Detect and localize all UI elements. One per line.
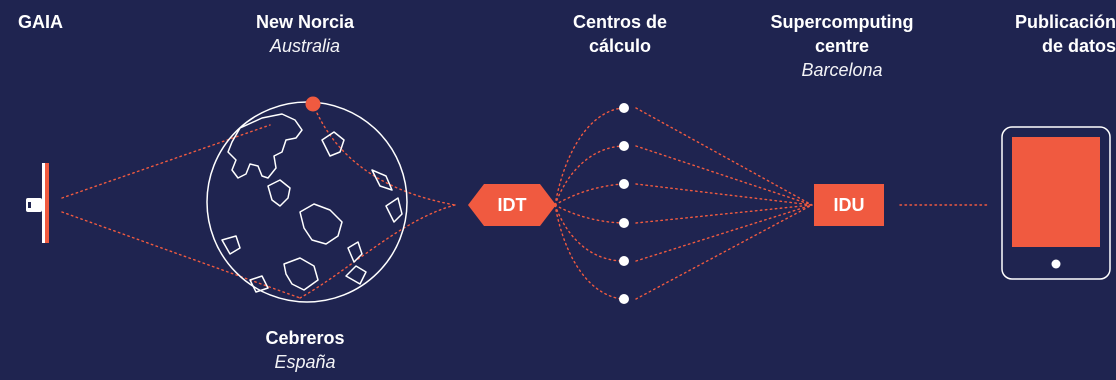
link-gaia-cebreros: [61, 211, 301, 299]
connection-lines: [61, 103, 989, 300]
centre-dot-3: [619, 179, 629, 189]
centre-dot-4: [619, 218, 629, 228]
new-norcia-label: New Norcia Australia: [230, 10, 380, 58]
centre-dot-2: [619, 141, 629, 151]
link-idt-centre-1: [554, 107, 623, 206]
link-idt-centre-2: [554, 145, 623, 206]
centros-label: Centros de cálculo: [540, 10, 700, 58]
supercomputing-line2: centre: [814, 36, 870, 56]
publicacion-line2: de datos: [1041, 36, 1116, 56]
publicacion-label: Publicación de datos: [978, 10, 1116, 58]
link-idt-centre-3: [554, 183, 623, 206]
cebreros-label: Cebreros España: [230, 326, 380, 374]
new-norcia-title: New Norcia: [255, 12, 355, 32]
centros-line1: Centros de: [572, 12, 668, 32]
link-centre-2-idu: [635, 145, 813, 206]
link-centre-3-idu: [635, 183, 813, 206]
link-new-norcia-idt: [312, 103, 456, 206]
tablet-icon: [1001, 126, 1111, 280]
new-norcia-subtitle: Australia: [269, 36, 341, 56]
supercomputing-subtitle: Barcelona: [801, 60, 883, 80]
gaia-label: GAIA: [18, 10, 63, 34]
link-centre-1-idu: [635, 107, 813, 206]
link-idt-centre-4: [554, 204, 623, 224]
centre-dot-6: [619, 294, 629, 304]
supercomputing-label: Supercomputing centre Barcelona: [752, 10, 932, 82]
link-centre-5-idu: [635, 204, 813, 262]
satellite-icon: [26, 163, 49, 243]
cebreros-title: Cebreros: [265, 328, 345, 348]
link-centre-4-idu: [635, 204, 813, 224]
centre-dot-1: [619, 103, 629, 113]
link-centre-6-idu: [635, 204, 813, 300]
publicacion-line1: Publicación: [1014, 12, 1116, 32]
centre-dot-5: [619, 256, 629, 266]
link-idt-centre-5: [554, 204, 623, 262]
supercomputing-line1: Supercomputing: [770, 12, 914, 32]
idt-node: IDT: [468, 184, 556, 226]
idu-label: IDU: [834, 195, 865, 215]
new-norcia-station-dot: [305, 96, 321, 112]
link-gaia-new-norcia: [61, 124, 271, 199]
idu-node: IDU: [814, 184, 884, 226]
computing-centres: [619, 103, 629, 304]
centros-line2: cálculo: [588, 36, 652, 56]
idt-label: IDT: [498, 195, 527, 215]
link-cebreros-idt: [299, 204, 456, 299]
cebreros-subtitle: España: [274, 352, 336, 372]
link-idt-centre-6: [554, 204, 623, 300]
globe-icon: [206, 101, 408, 303]
gaia-title: GAIA: [18, 12, 63, 32]
